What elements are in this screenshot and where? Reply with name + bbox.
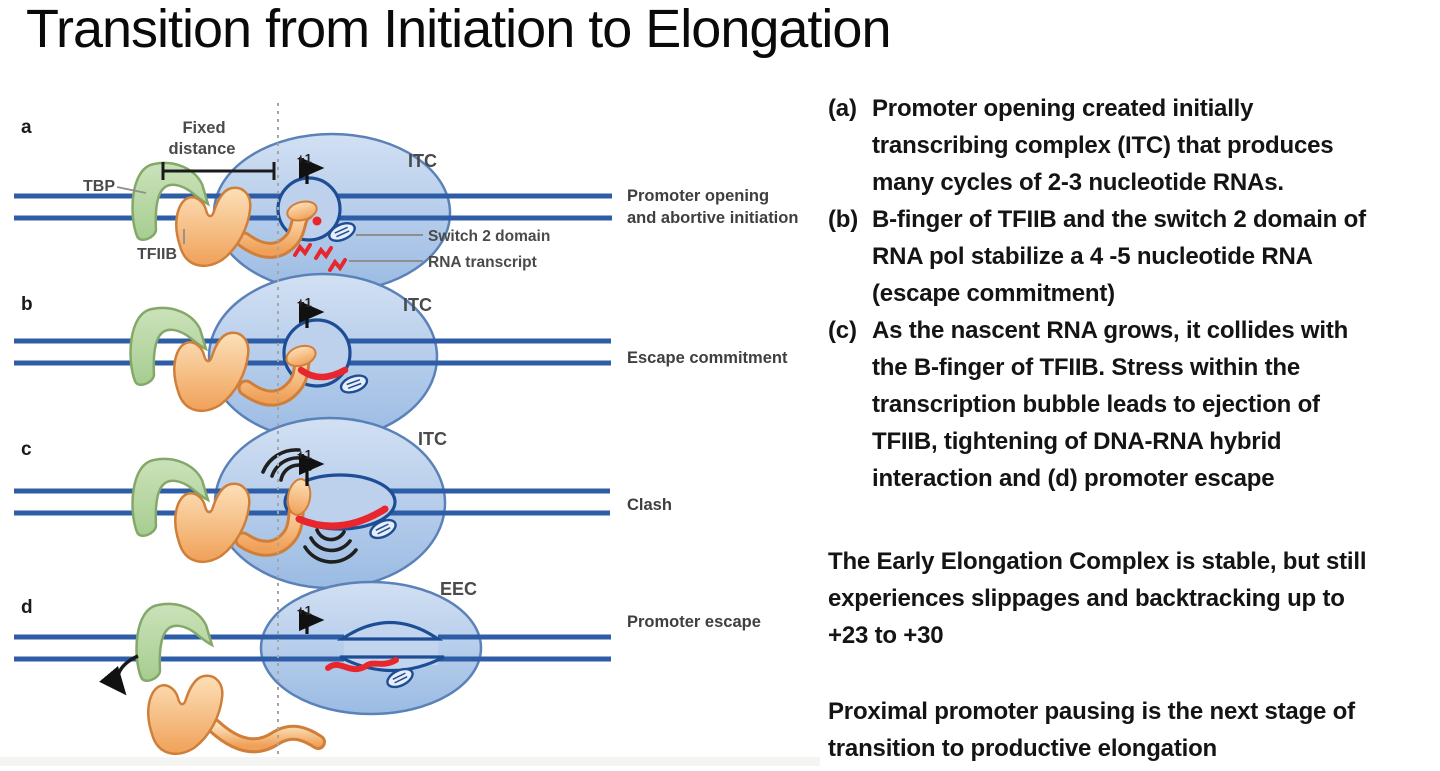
- abortive-rna-squiggles: [293, 243, 347, 272]
- tbp-crescent: [131, 161, 211, 241]
- tfiib-shape: [147, 674, 224, 756]
- stress-arcs-bottom: [303, 528, 358, 564]
- switch2-domain-oval: [339, 374, 369, 394]
- switch2-domain-oval: [386, 667, 414, 689]
- fixed-distance-label-2: distance: [169, 140, 236, 158]
- transcription-figure: a ITC +1 Fixed distance TBP TFIIB Switch…: [0, 85, 828, 766]
- figure-svg: a ITC +1 Fixed distance TBP TFIIB Switch…: [0, 103, 820, 766]
- notes-column: (a) Promoter opening created initially tr…: [828, 90, 1440, 767]
- panel-letter: a: [21, 117, 32, 138]
- complex-label: ITC: [418, 429, 447, 449]
- figure-bottom-edge: [0, 757, 820, 766]
- note-item-b: (b) B-finger of TFIIB and the switch 2 do…: [828, 201, 1440, 312]
- tbp-crescent: [135, 602, 215, 682]
- tfiib-tail: [209, 721, 323, 751]
- stage-label-line2: and abortive initiation: [627, 209, 798, 227]
- tfiib-label: TFIIB: [137, 246, 177, 263]
- tfiib-shape: [173, 331, 250, 413]
- tss-arrow: [298, 608, 325, 634]
- rna-transcript-label: RNA transcript: [428, 254, 537, 271]
- tbp-crescent: [129, 306, 209, 386]
- stage-label-line1: Promoter escape: [627, 613, 761, 631]
- note-text-a: Promoter opening created initially trans…: [872, 95, 1334, 196]
- note-paragraph-eec: The Early Elongation Complex is stable, …: [828, 548, 1367, 649]
- panel-b: b ITC +1 Escape commitment: [14, 272, 788, 442]
- tbp-pointer-line: [116, 186, 147, 194]
- note-paragraph-pausing: Proximal promoter pausing is the next st…: [828, 698, 1355, 762]
- tss-arrow: [298, 452, 325, 486]
- switch2-domain-oval: [328, 222, 356, 242]
- rna-start-dot: [312, 216, 322, 226]
- note-marker-a: (a): [828, 95, 857, 122]
- tfiib-shape: [175, 186, 252, 268]
- nascent-rna: [325, 657, 399, 673]
- stage-label-line1: Clash: [627, 496, 672, 514]
- complex-label: ITC: [408, 151, 437, 171]
- note-text-c: As the nascent RNA grows, it collides wi…: [872, 317, 1349, 492]
- tss-label: +1: [297, 447, 312, 462]
- tss-arrow: [298, 300, 325, 328]
- slide-title: Transition from Initiation to Elongation: [26, 0, 891, 59]
- ejection-arrow: [99, 654, 139, 696]
- panel-c: c ITC +1 Clash: [14, 416, 672, 590]
- note-item-a: (a) Promoter opening created initially tr…: [828, 90, 1440, 201]
- tss-label: +1: [297, 603, 312, 618]
- stage-label-line1: Promoter opening: [627, 187, 769, 205]
- panel-a: a ITC +1 Fixed distance TBP TFIIB Switch…: [14, 117, 798, 294]
- note-item-c: (c) As the nascent RNA grows, it collides…: [828, 312, 1440, 497]
- tss-label: +1: [297, 295, 312, 310]
- panel-d: d EEC +1 Promoter escape: [14, 579, 761, 756]
- tbp-label: TBP: [83, 178, 115, 195]
- complex-label: EEC: [440, 579, 477, 599]
- nascent-rna: [295, 505, 389, 530]
- switch2-label: Switch 2 domain: [428, 228, 550, 245]
- complex-label: ITC: [403, 295, 432, 315]
- tss-label: +1: [297, 151, 312, 166]
- tfiib-bfinger: [286, 200, 318, 222]
- tfiib-bfinger: [286, 478, 312, 516]
- fixed-distance-label-1: Fixed: [182, 119, 225, 137]
- tss-arrow: [298, 156, 325, 184]
- fixed-distance-bracket: [161, 162, 276, 180]
- bubble-top-arc: [336, 621, 444, 641]
- nascent-rna: [297, 366, 349, 381]
- tfiib-shape: [174, 482, 251, 564]
- tfiib-bfinger: [285, 344, 317, 368]
- tbp-crescent: [131, 457, 211, 537]
- note-marker-b: (b): [828, 206, 859, 233]
- panel-letter: c: [21, 439, 32, 460]
- panel-letter: d: [21, 597, 33, 618]
- stage-label-line1: Escape commitment: [627, 349, 788, 367]
- panel-letter: b: [21, 294, 33, 315]
- switch2-domain-oval: [369, 518, 397, 540]
- note-marker-c: (c): [828, 317, 857, 344]
- note-text-b: B-finger of TFIIB and the switch 2 domai…: [872, 206, 1366, 307]
